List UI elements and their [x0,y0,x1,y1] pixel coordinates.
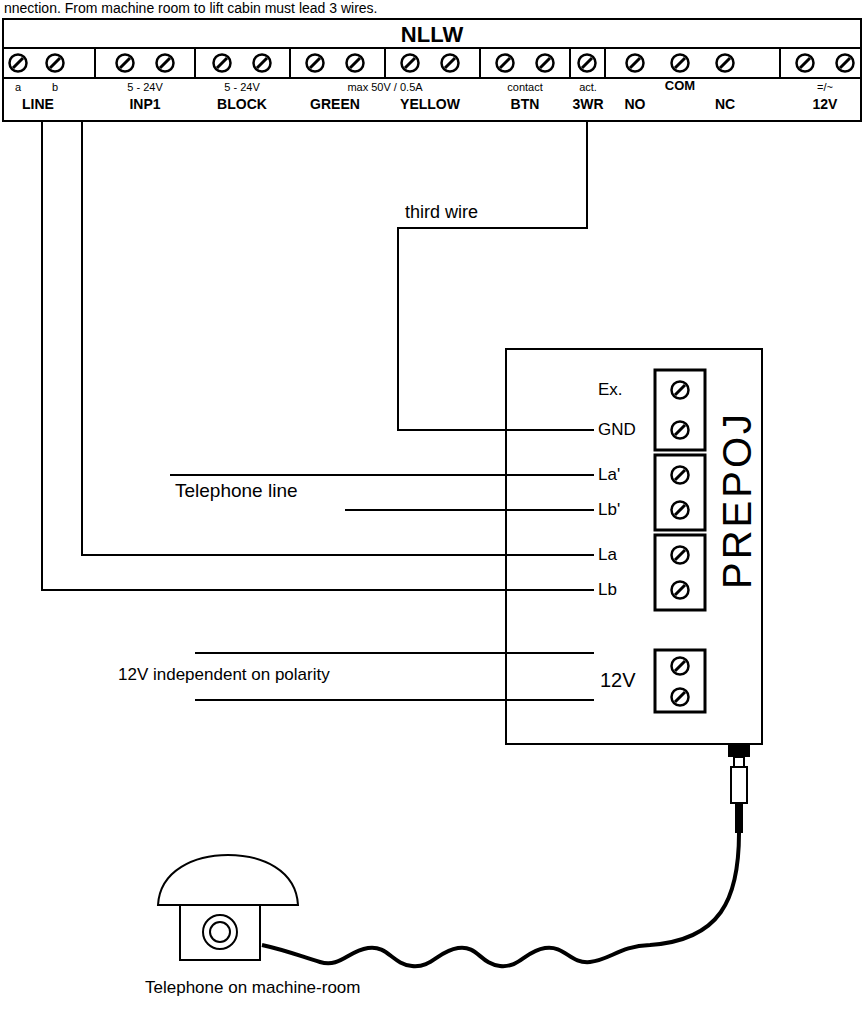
terminal-label: YELLOW [400,96,460,112]
terminal-label: contact [507,81,542,94]
terminal-label: b [52,81,58,94]
pin-label: Lb' [598,500,620,520]
pin-label: La [598,545,617,565]
note-label: nnection. From machine room to lift cabi… [4,0,378,16]
wire-connector [398,122,587,430]
wire-connector [82,122,505,555]
note-label: Telephone line [175,480,298,502]
terminal-label: max 50V / 0.5A [347,81,422,94]
terminal-label: 12V [813,96,838,112]
pin-label: Ex. [598,380,623,400]
terminal-label: LINE [22,96,54,112]
terminal-label: BTN [511,96,540,112]
terminal-label: NC [715,96,735,112]
screw-terminals [10,55,854,72]
terminal-label: COM [665,79,695,94]
terminal-label: a [15,81,21,94]
wire-connector [42,122,505,590]
prepoj-screws [672,382,689,706]
terminal-label: 5 - 24V [127,81,162,94]
pin-label: La' [598,465,620,485]
wires [170,430,594,700]
pin-label: 12V [600,669,636,692]
note-label: 12V independent on polarity [118,665,330,685]
adapter-box: PREPOJ [505,348,763,745]
note-label: Telephone on machine-room [145,978,360,998]
telephone-cord [262,833,739,966]
terminal-label: GREEN [310,96,360,112]
pin-label: GND [598,420,636,440]
terminal-strip [2,48,862,78]
terminal-label: 5 - 24V [224,81,259,94]
box-title: PREPOJ [714,411,760,589]
terminal-label: 3WR [572,96,603,112]
terminal-label: act. [579,81,597,94]
terminal-label: BLOCK [217,96,267,112]
wire-label: third wire [405,202,478,223]
pin-label: Lb [598,580,617,600]
box-title: NLLW [401,22,463,47]
controller-box: NLLW [2,18,862,122]
terminal-label: NO [625,96,646,112]
telephone-symbol [158,855,298,960]
prepoj-terminal-blocks [655,370,705,712]
terminal-label: INP1 [129,96,160,112]
jack-plug [728,745,750,833]
terminal-label: =/~ [817,81,833,94]
